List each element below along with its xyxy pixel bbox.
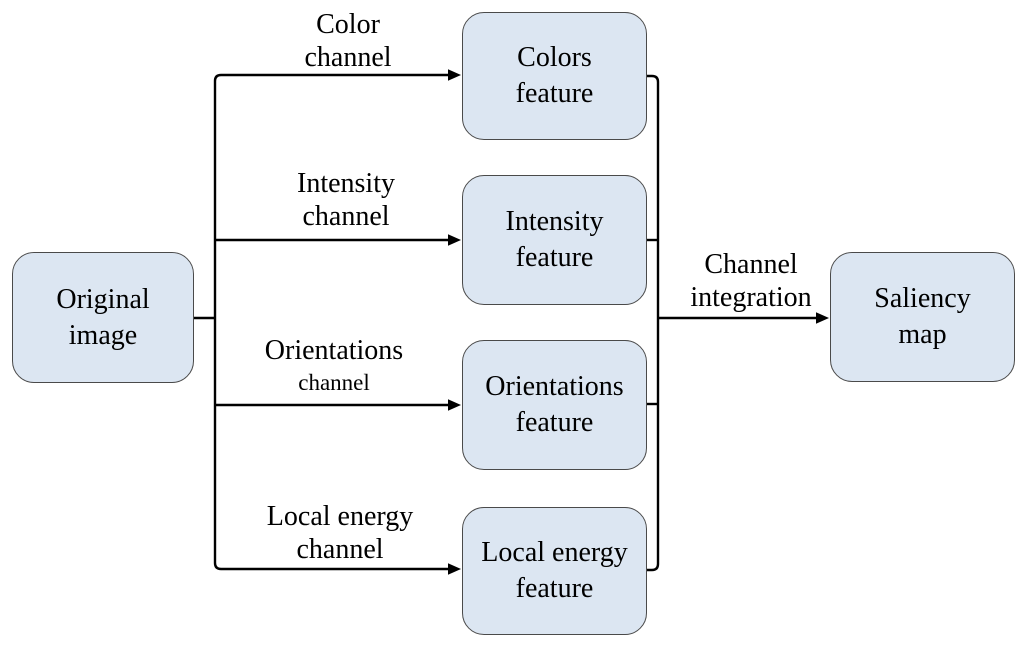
connector-left-spine xyxy=(213,73,449,571)
edge-label-color-channel: Color channel xyxy=(258,8,438,74)
arrowhead-saliency xyxy=(816,312,829,324)
edge-label-line: Intensity xyxy=(297,168,395,199)
edge-label-line: Channel xyxy=(704,249,798,280)
edge-label-line: channel xyxy=(302,201,390,232)
edge-label-line: Local energy xyxy=(266,501,414,532)
arrowhead-intensity xyxy=(448,234,461,246)
edge-label-local-energy-channel: Local energy channel xyxy=(240,500,440,566)
arrowhead-colors xyxy=(448,69,461,81)
edge-label-line: channel xyxy=(298,370,370,395)
edge-label-line: Color xyxy=(316,9,380,40)
node-colors-feature: Colors feature xyxy=(462,12,647,140)
node-local-energy-feature: Local energy feature xyxy=(462,507,647,635)
node-saliency-map: Saliency map xyxy=(830,252,1015,382)
edge-label-channel-integration: Channel integration xyxy=(661,248,841,314)
arrowhead-orientations xyxy=(448,399,461,411)
node-intensity-feature: Intensity feature xyxy=(462,175,647,305)
edge-label-line: channel xyxy=(296,534,384,565)
edge-label-line: Orientations xyxy=(264,335,404,366)
edge-label-line: integration xyxy=(690,282,812,313)
edge-label-intensity-channel: Intensity channel xyxy=(256,167,436,233)
arrowhead-local-energy xyxy=(448,563,461,575)
edge-label-orientations-channel: Orientations channel xyxy=(234,334,434,398)
edge-label-line: channel xyxy=(304,42,392,73)
node-original-image: Original image xyxy=(12,252,194,383)
connector-right-spine xyxy=(647,74,660,572)
node-orientations-feature: Orientations feature xyxy=(462,340,647,470)
